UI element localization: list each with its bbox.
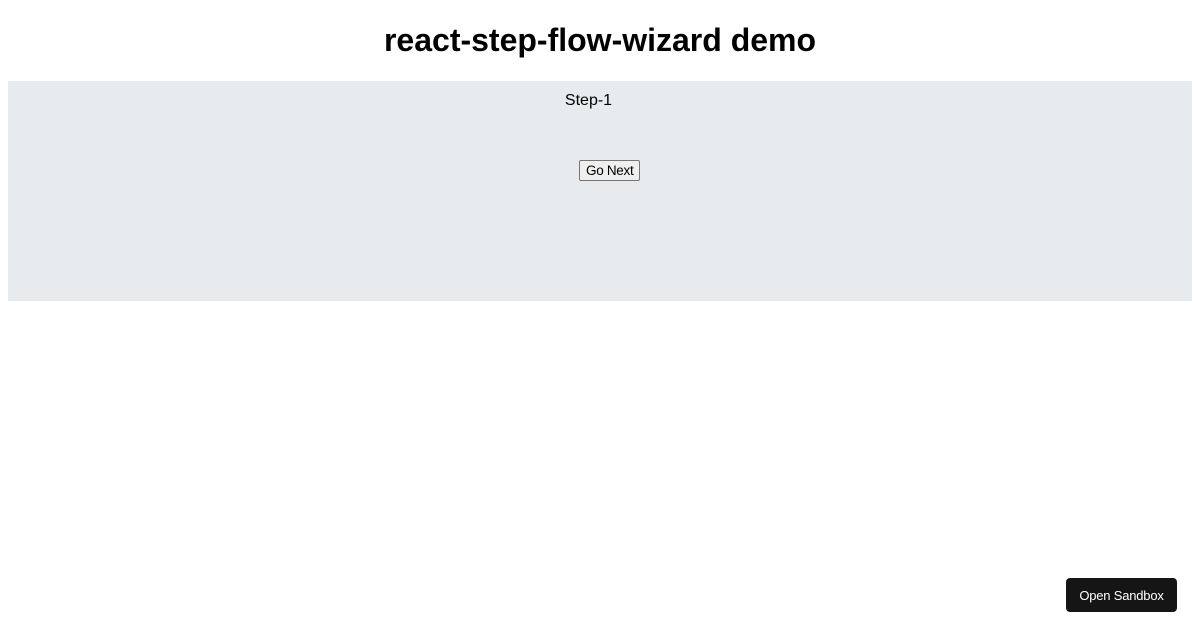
page-title: react-step-flow-wizard demo [383,22,817,58]
current-step-label: Step-1 [564,92,613,109]
step-wizard-panel: Step-1 Go Next [8,81,1192,301]
step-label-container: Step-1 [8,91,1192,111]
open-sandbox-button[interactable]: Open Sandbox [1066,578,1177,612]
go-next-button[interactable]: Go Next [579,160,641,181]
